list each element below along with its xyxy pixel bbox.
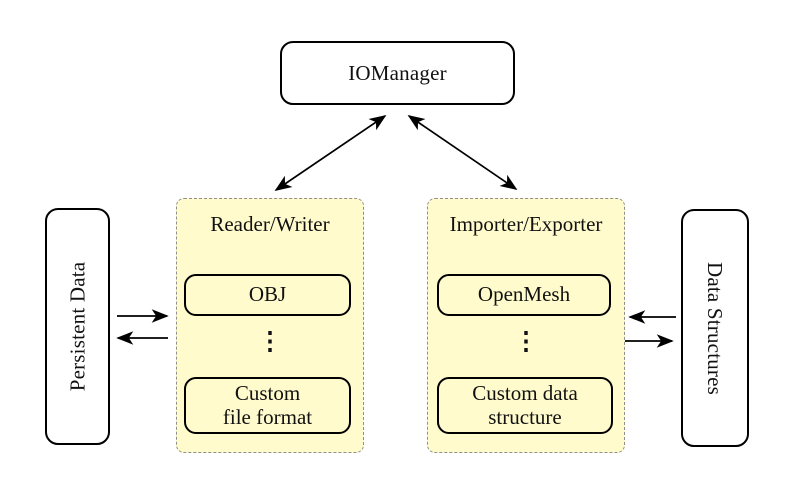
node-iomanager: IOManager bbox=[280, 41, 515, 105]
node-iomanager-label: IOManager bbox=[348, 60, 447, 85]
node-data-structures: Data Structures bbox=[681, 209, 749, 447]
node-persistent-data-label: Persistent Data bbox=[65, 261, 89, 392]
box-obj: OBJ bbox=[184, 274, 351, 316]
panel-reader-writer: Reader/Writer OBJ ⋮ Custom file format bbox=[176, 198, 364, 453]
box-custom-data-structure-line1: Custom data bbox=[472, 381, 578, 406]
node-persistent-data: Persistent Data bbox=[45, 208, 110, 445]
panel-importer-exporter: Importer/Exporter OpenMesh ⋮ Custom data… bbox=[427, 198, 625, 453]
box-custom-data-structure-line2: structure bbox=[488, 404, 562, 429]
node-data-structures-label: Data Structures bbox=[703, 261, 728, 395]
importer-exporter-ellipsis: ⋮ bbox=[513, 328, 539, 355]
box-custom-file-format-line1: Custom bbox=[234, 381, 301, 406]
reader-writer-ellipsis: ⋮ bbox=[257, 328, 283, 355]
box-obj-label: OBJ bbox=[248, 282, 287, 307]
box-custom-data-structure: Custom data structure bbox=[437, 377, 613, 434]
arrow-iomanager-readerwriter bbox=[274, 115, 387, 191]
arrow-iomanager-importerexporter bbox=[407, 115, 518, 190]
panel-importer-exporter-title: Importer/Exporter bbox=[449, 212, 603, 236]
box-openmesh: OpenMesh bbox=[437, 274, 611, 316]
box-custom-file-format: Custom file format bbox=[184, 377, 351, 434]
panel-reader-writer-title: Reader/Writer bbox=[210, 212, 330, 236]
box-openmesh-label: OpenMesh bbox=[477, 282, 571, 307]
box-custom-file-format-line2: file format bbox=[222, 404, 313, 429]
